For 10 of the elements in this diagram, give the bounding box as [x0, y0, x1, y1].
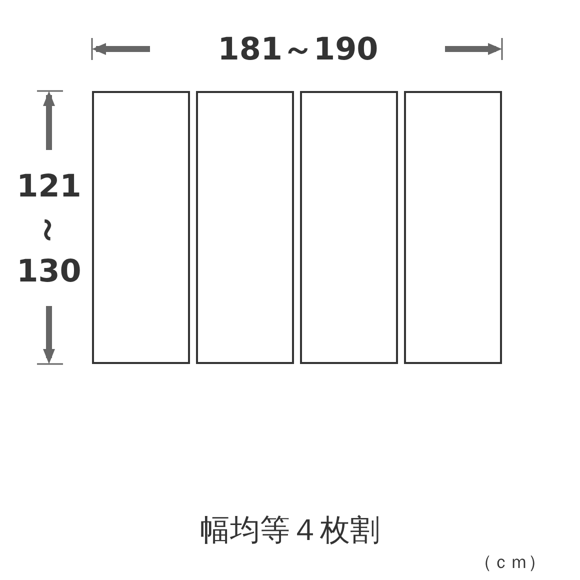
panel-box: [92, 91, 190, 364]
range-mark: ～: [32, 213, 66, 247]
dimension-label: 130: [16, 256, 82, 288]
panel-box: [300, 91, 398, 364]
dimension-label: 181～190: [218, 34, 378, 66]
dimension-label: 121: [16, 172, 82, 202]
panel-box: [404, 91, 502, 364]
panel-box: [196, 91, 294, 364]
caption-text: 幅均等４枚割: [200, 516, 380, 546]
unit-label: （ｃｍ）: [474, 554, 546, 572]
